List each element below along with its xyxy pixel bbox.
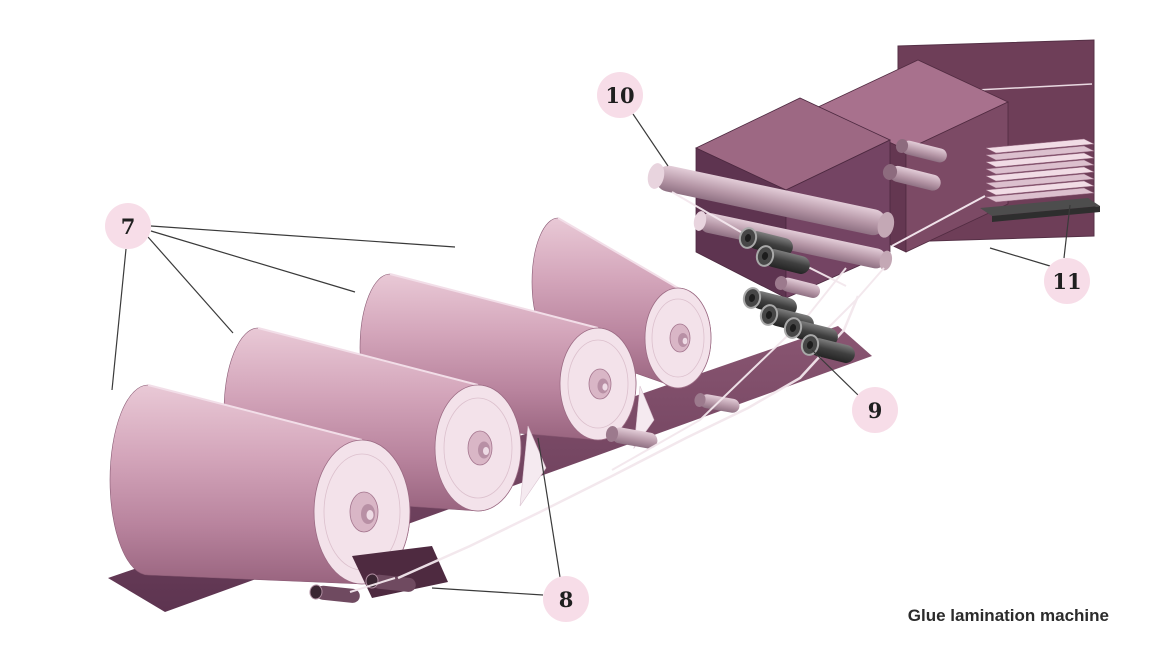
figure-caption: Glue lamination machine [907, 606, 1109, 625]
callout-label-9: 9 [867, 397, 883, 423]
leader-line-7a [111, 248, 127, 391]
material-roll-1 [109, 384, 411, 585]
leader-line-7d [150, 225, 456, 248]
callout-label-8: 8 [558, 586, 574, 612]
conveyor-roller [309, 584, 360, 603]
web-to-stack [891, 195, 986, 247]
feed-roller-lower [693, 211, 893, 271]
idler-rollers [605, 393, 740, 449]
top-roller [647, 163, 895, 271]
leader-line-11a [989, 247, 1051, 267]
roll-ring [651, 298, 705, 378]
conveyor-rollers [309, 573, 416, 603]
stack-base-plate [980, 198, 1100, 216]
callout-label-11: 11 [1052, 268, 1082, 294]
callout-badge-8: 8 [543, 576, 589, 622]
callout-label-7: 7 [120, 213, 136, 239]
leader-line-7b [147, 236, 234, 334]
glue-roller-unit [738, 227, 855, 363]
conveyor-roller [365, 573, 416, 592]
idler-between-glue-rollers [774, 276, 821, 298]
leader-line-10 [632, 113, 669, 167]
roll-ring [443, 397, 513, 499]
leader-line-9 [811, 349, 859, 396]
leader-line-8a [431, 587, 544, 596]
callout-label-10: 10 [605, 82, 635, 108]
leader-lines [111, 113, 1071, 596]
leader-line-8b [537, 437, 561, 578]
stack-base-shadow [992, 206, 1100, 222]
leader-line-7c [150, 230, 356, 293]
laminated-stack [980, 138, 1100, 222]
callout-badge-11: 11 [1044, 258, 1090, 304]
callout-badge-10: 10 [597, 72, 643, 118]
callout-badge-7: 7 [105, 203, 151, 249]
leader-line-11b [1063, 204, 1071, 259]
transfer-rollers [882, 139, 986, 247]
roll-ring [567, 339, 629, 429]
callout-badge-9: 9 [852, 387, 898, 433]
feed-roller-upper [647, 163, 895, 238]
